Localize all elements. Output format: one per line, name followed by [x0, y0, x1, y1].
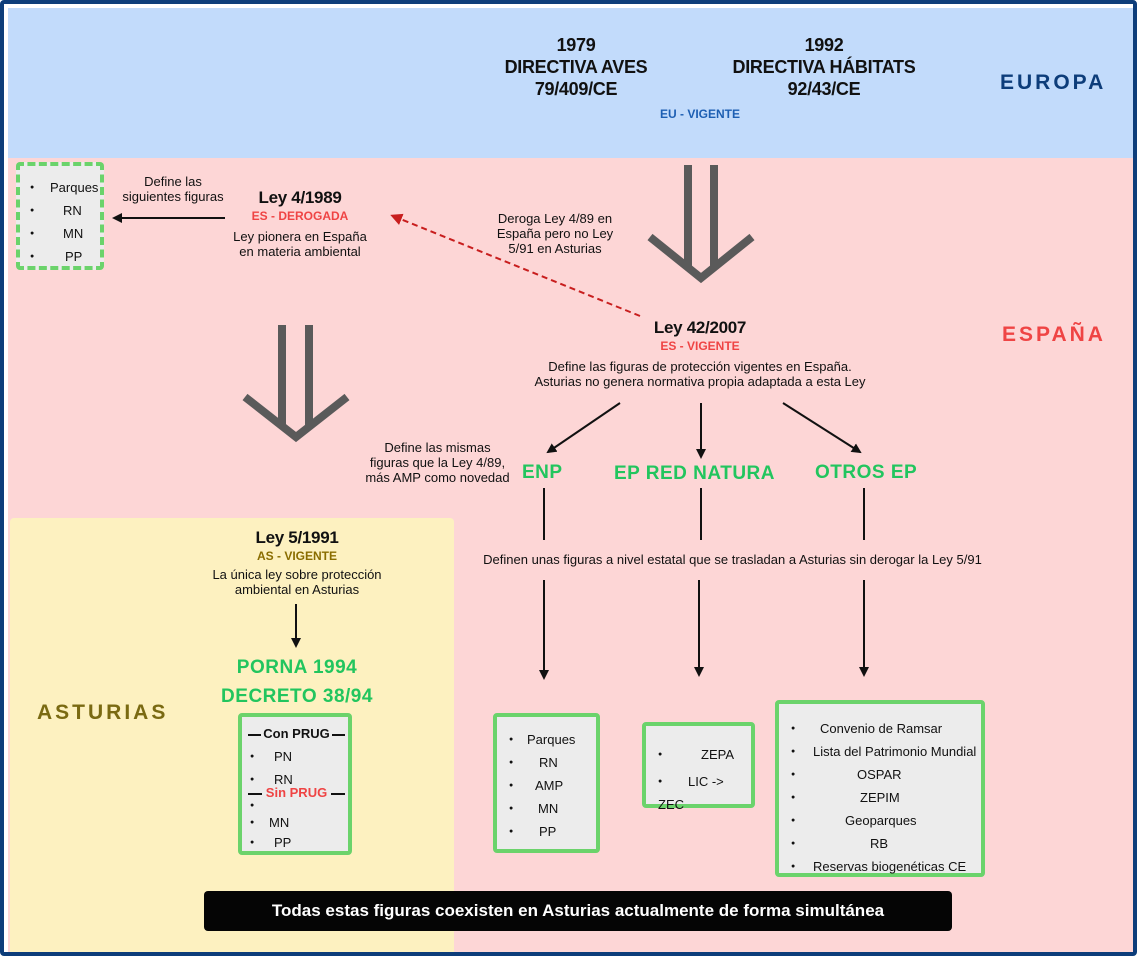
- porna-line1: PORNA 1994: [236, 657, 358, 678]
- asturias-region: [10, 518, 454, 952]
- list-item: AMP: [509, 774, 596, 797]
- list-item: ZEPA: [658, 743, 751, 770]
- ley4-desc1: Ley pionera en España: [233, 229, 367, 244]
- list-item: RN: [250, 768, 293, 791]
- list-item: ZEPIM: [791, 786, 981, 809]
- ley4-define-line1: Define las: [144, 174, 202, 189]
- deroga-line2: España pero no Ley: [496, 226, 614, 241]
- list-item: LIC -> ZEC: [658, 770, 751, 812]
- ley4-define-line2: siguientes figuras: [122, 189, 224, 204]
- enp-figuras-box: Parques RN AMP MN PP: [493, 713, 600, 853]
- ley42-title: Ley 42/2007: [653, 318, 747, 337]
- ley4-status: ES - DEROGADA: [251, 209, 349, 223]
- arrow-to-enp: [546, 402, 621, 454]
- ley4-title: Ley 4/1989: [258, 188, 342, 207]
- ley42-desc2: Asturias no genera normativa propia adap…: [534, 374, 866, 389]
- list-item: RN: [30, 199, 100, 222]
- list-item-mn: MN: [250, 813, 291, 833]
- ley4-desc2: en materia ambiental: [239, 244, 361, 259]
- directiva-habitats: 1992 DIRECTIVA HÁBITATS 92/43/CE: [714, 34, 934, 100]
- directiva-aves: 1979 DIRECTIVA AVES 79/409/CE: [486, 34, 666, 100]
- list-item: PP: [509, 820, 596, 843]
- con-prug-header: Con PRUG: [248, 726, 345, 741]
- ley4-define-note: Define las siguientes figuras: [108, 174, 238, 204]
- red-natura-figuras-box: ZEPA LIC -> ZEC: [642, 722, 755, 812]
- mismas-line3: más AMP como novedad: [365, 470, 510, 485]
- sin-prug-header: Sin PRUG: [248, 785, 345, 800]
- deroga-line1: Deroga Ley 4/89 en: [497, 211, 613, 226]
- directiva-aves-code: 79/409/CE: [534, 79, 618, 99]
- mismas-line2: figuras que la Ley 4/89,: [369, 455, 506, 470]
- deroga-note: Deroga Ley 4/89 en España pero no Ley 5/…: [480, 211, 630, 256]
- category-otros-ep: OTROS EP: [815, 462, 918, 483]
- otros-ep-figuras-box: Convenio de Ramsar Lista del Patrimonio …: [775, 700, 985, 878]
- asturias-label: ASTURIAS: [37, 701, 169, 724]
- list-item: OSPAR: [791, 763, 981, 786]
- sin-prug-label: Sin PRUG: [265, 785, 328, 800]
- mismas-figuras-note: Define las mismas figuras que la Ley 4/8…: [350, 440, 525, 485]
- list-item: Lista del Patrimonio Mundial: [791, 740, 981, 763]
- category-red-natura: EP RED NATURA: [614, 463, 775, 484]
- big-down-arrow-espana: [242, 325, 350, 443]
- list-item: PP: [30, 245, 100, 268]
- footer-banner: Todas estas figuras coexisten en Asturia…: [204, 891, 952, 931]
- list-item: MN: [30, 222, 100, 245]
- mismas-line1: Define las mismas: [384, 440, 491, 455]
- arrow-deroga: [390, 213, 641, 317]
- list-item: Parques: [30, 176, 100, 199]
- europa-label: EUROPA: [1000, 71, 1107, 94]
- category-enp: ENP: [522, 462, 563, 483]
- list-item: MN: [509, 797, 596, 820]
- europa-region: [8, 8, 1133, 158]
- directiva-aves-year: 1979: [556, 35, 596, 55]
- list-item: Parques: [509, 728, 596, 751]
- directiva-aves-name: DIRECTIVA AVES: [504, 57, 648, 77]
- ley-4-1989: Ley 4/1989 ES - DEROGADA Ley pionera en …: [200, 188, 400, 259]
- espana-label: ESPAÑA: [1002, 323, 1106, 346]
- list-item: PN: [250, 745, 293, 768]
- directiva-habitats-code: 92/43/CE: [787, 79, 861, 99]
- ley42-status: ES - VIGENTE: [660, 339, 740, 353]
- list-item: Reservas biogenéticas CE: [791, 855, 981, 878]
- ley5-title: Ley 5/1991: [255, 528, 339, 547]
- ley5-desc2: ambiental en Asturias: [234, 582, 360, 597]
- arrow-to-otros: [782, 402, 862, 454]
- porna-line2: DECRETO 38/94: [221, 686, 373, 707]
- list-item: Geoparques: [791, 809, 981, 832]
- list-item: Convenio de Ramsar: [791, 717, 981, 740]
- porna-title: PORNA 1994 DECRETO 38/94: [197, 653, 397, 711]
- ley4-figuras-box: Parques RN MN PP: [16, 162, 104, 270]
- directiva-habitats-year: 1992: [804, 35, 844, 55]
- con-prug-label: Con PRUG: [263, 726, 330, 741]
- porna-figuras-box: Con PRUG PN RN Sin PRUG MN PP: [238, 713, 352, 855]
- definen-note: Definen unas figuras a nivel estatal que…: [483, 552, 982, 567]
- list-item: RN: [509, 751, 596, 774]
- ley-5-1991: Ley 5/1991 AS - VIGENTE La única ley sob…: [197, 528, 397, 597]
- directiva-habitats-name: DIRECTIVA HÁBITATS: [732, 57, 916, 77]
- big-down-arrow-europa: [647, 165, 755, 284]
- eu-status: EU - VIGENTE: [659, 107, 740, 121]
- list-item: PP: [250, 833, 291, 853]
- deroga-line3: 5/91 en Asturias: [508, 241, 602, 256]
- list-item: [250, 799, 291, 813]
- ley5-status: AS - VIGENTE: [256, 549, 337, 563]
- ley42-desc1: Define las figuras de protección vigente…: [548, 359, 852, 374]
- ley5-desc1: La única ley sobre protección: [212, 567, 382, 582]
- ley-42-2007: Ley 42/2007 ES - VIGENTE Define las figu…: [470, 318, 930, 389]
- list-item: RB: [791, 832, 981, 855]
